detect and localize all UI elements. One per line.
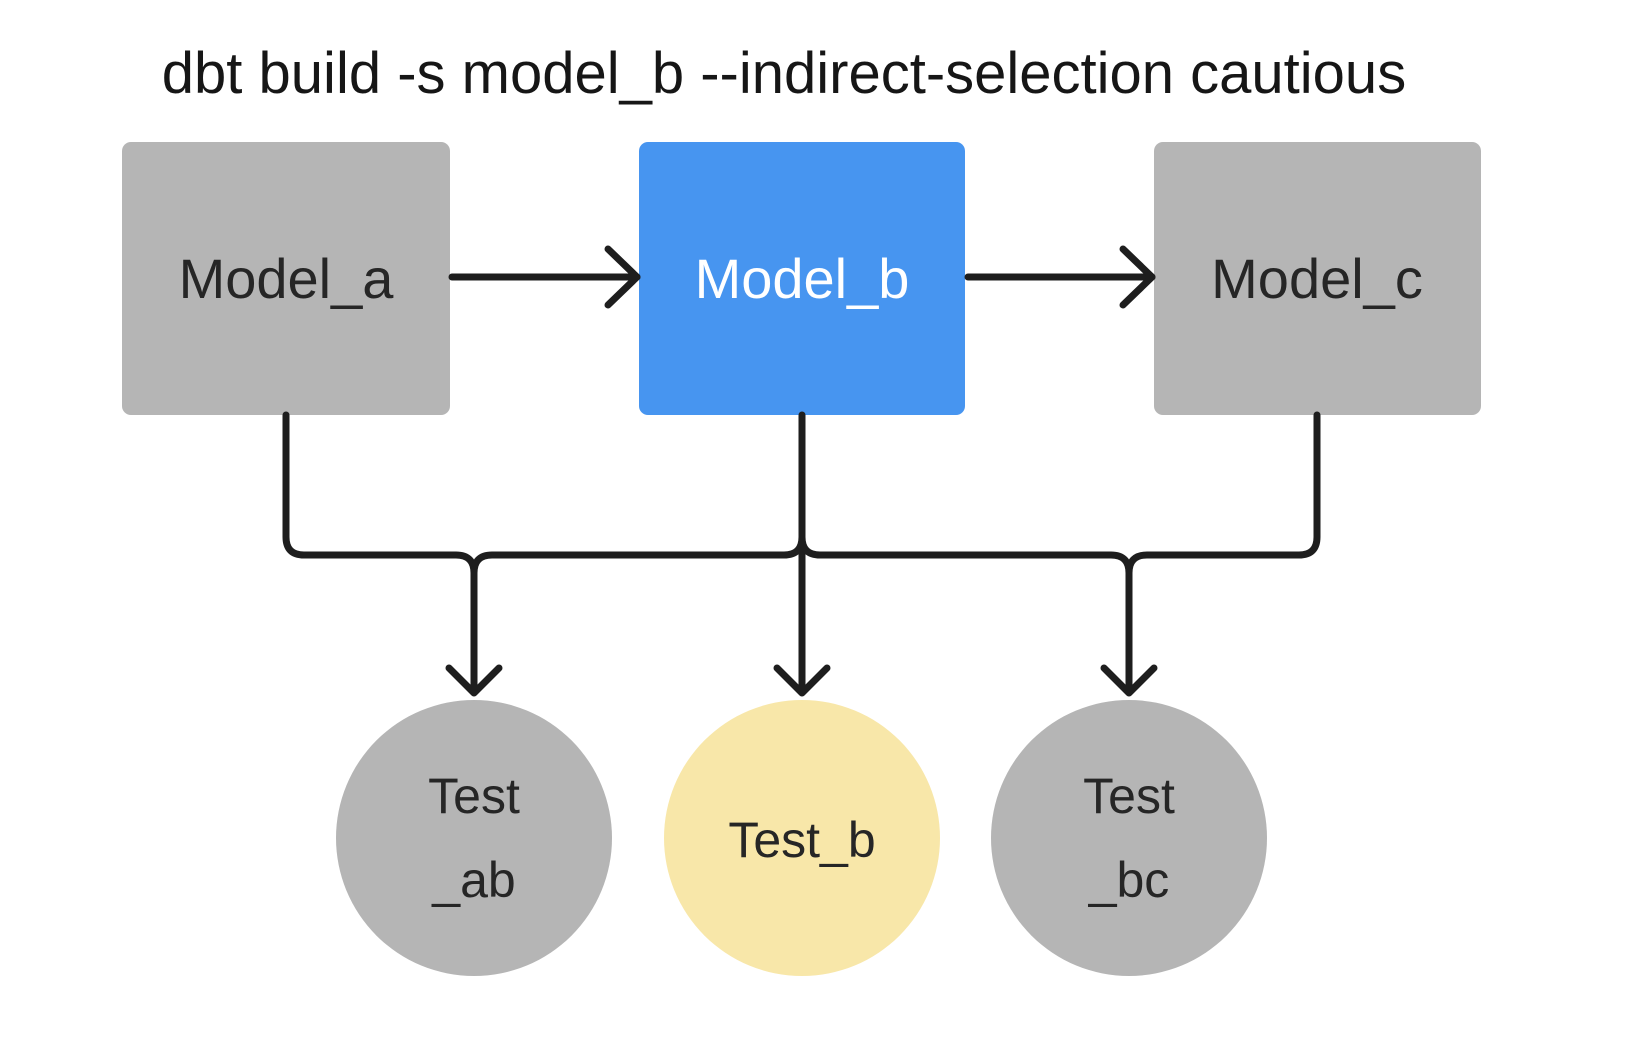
- model-a-label: Model_a: [179, 247, 395, 310]
- test-bc-node: [991, 700, 1267, 976]
- model-b-node: [639, 142, 965, 415]
- test-b-node: [664, 700, 940, 976]
- edge-model-c-to-test-bc: [1125, 411, 1321, 695]
- test-ab-node: [336, 700, 612, 976]
- model-c-label: Model_c: [1211, 247, 1423, 310]
- edge-model-b-to-test-bc: [798, 533, 1133, 577]
- command-title: dbt build -s model_b --indirect-selectio…: [162, 41, 1406, 106]
- arrowhead-test-b: [773, 664, 831, 697]
- test-ab-label-line1: Test: [428, 768, 520, 824]
- test-b-label: Test_b: [728, 812, 875, 868]
- model-c-node: [1154, 142, 1481, 415]
- arrowhead-test-ab: [445, 664, 503, 697]
- arrowhead-test-bc: [1100, 664, 1158, 697]
- edge-model-a-to-test-ab: [282, 411, 478, 695]
- test-bc-label-line2: _bc: [1088, 852, 1170, 908]
- arrowhead-model-b-to-model-c: [1119, 245, 1156, 309]
- arrowhead-model-a-to-model-b: [604, 245, 641, 309]
- model-b-label: Model_b: [695, 247, 910, 310]
- test-bc-label-line1: Test: [1083, 768, 1175, 824]
- test-ab-label-line2: _ab: [431, 852, 515, 908]
- edge-model-b-to-test-ab: [470, 533, 806, 577]
- model-a-node: [122, 142, 450, 415]
